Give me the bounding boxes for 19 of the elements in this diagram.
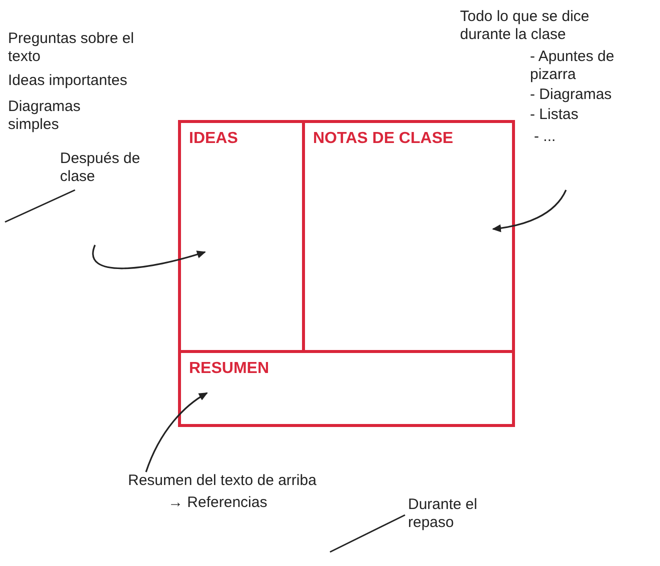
note-page-frame: [178, 120, 515, 427]
section-heading: NOTAS DE CLASE: [313, 129, 454, 149]
annotation-text: Durante el repaso: [408, 496, 478, 532]
annotation-text: Diagramas simples: [8, 98, 82, 134]
annotation-text: - ...: [534, 128, 557, 146]
annotation-text: Preguntas sobre el texto: [8, 30, 135, 66]
annotation-text: - Diagramas: [530, 86, 613, 104]
annotation-text: - Listas: [530, 106, 580, 124]
curved-arrow: [145, 392, 208, 472]
annotation-text: - Apuntes de pizarra: [530, 48, 616, 84]
curved-arrow: [492, 190, 567, 232]
curved-arrow: [92, 244, 206, 270]
annotation-text: Ideas importantes: [8, 72, 128, 90]
annotation-text: Resumen del texto de arriba: [128, 472, 318, 490]
section-heading: RESUMEN: [189, 359, 270, 379]
section-heading: IDEAS: [189, 129, 239, 149]
annotation-text: → Referencias: [168, 494, 268, 512]
annotation-text: Todo lo que se dice durante la clase: [460, 8, 590, 44]
annotation-text: Después de clase: [60, 150, 142, 186]
